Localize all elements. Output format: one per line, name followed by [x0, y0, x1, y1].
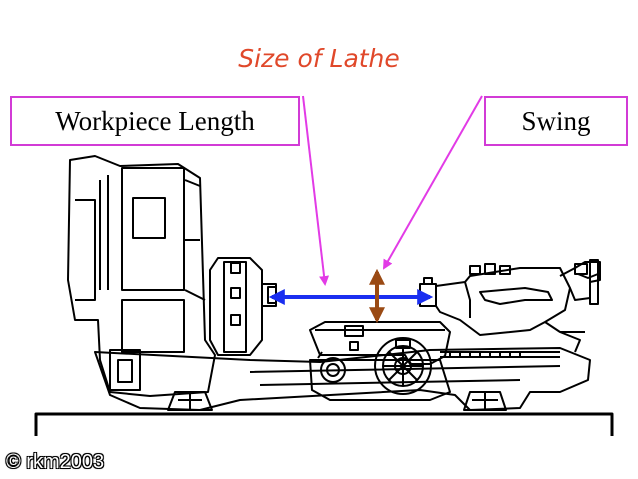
feed-wheel — [320, 357, 346, 383]
chuck — [209, 257, 263, 356]
copyright-text: © rkm2003 — [6, 451, 105, 473]
length-pointer-line — [302, 95, 330, 286]
tailstock-leg — [463, 391, 507, 411]
swing-pointer-line — [383, 95, 483, 270]
headstock-window — [132, 197, 166, 239]
headstock-casing — [67, 155, 216, 397]
handwheel — [374, 337, 432, 395]
ground-line — [34, 412, 614, 436]
tailstock-handle — [589, 259, 599, 305]
headstock-panel — [121, 167, 185, 291]
swing-label: Swing — [484, 96, 628, 146]
apron — [309, 359, 451, 401]
workpiece-length-label: Workpiece Length — [10, 96, 300, 146]
headstock-leg — [167, 391, 213, 411]
diagram-title: Size of Lathe — [238, 44, 400, 73]
headstock-lower-panel — [121, 299, 185, 353]
